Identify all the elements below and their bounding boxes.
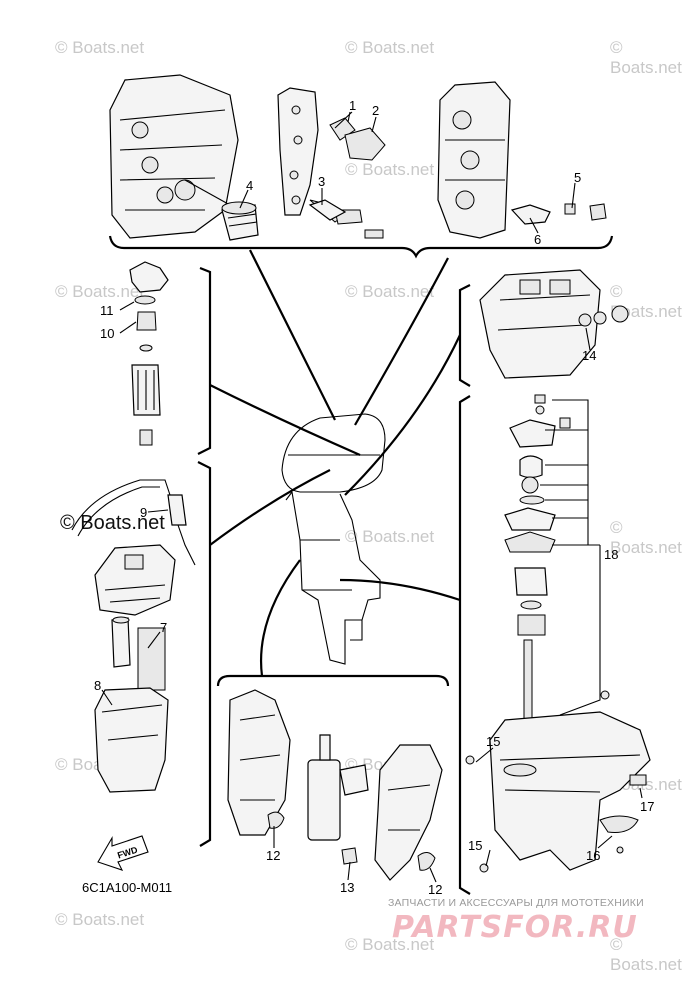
callout-number: 11 — [100, 303, 114, 318]
trim-tilt-unit — [307, 734, 369, 865]
drive-shaft — [523, 639, 533, 731]
callout-number: 10 — [100, 326, 114, 341]
callout-number: 2 — [372, 103, 379, 118]
leader-line — [354, 257, 449, 426]
callout-number: 3 — [318, 174, 325, 189]
promo-text: ЗАПЧАСТИ И АКСЕССУАРЫ ДЛЯ МОТОТЕХНИКИ — [388, 897, 644, 909]
clamp-bracket-right — [374, 744, 443, 881]
callout-number: 9 — [140, 505, 147, 520]
leader-line — [209, 384, 361, 457]
bushings — [267, 811, 436, 871]
callout-number: 7 — [160, 620, 167, 635]
fwd-arrow-icon: FWD — [97, 835, 149, 871]
left-upper-bracket — [197, 266, 212, 455]
watermark: © Boats.net — [610, 518, 682, 557]
leader-line — [344, 334, 461, 496]
callout-number: 18 — [604, 547, 618, 562]
callout-number: 6 — [534, 232, 541, 247]
callout-number: 13 — [340, 880, 354, 895]
callout-number: 8 — [94, 678, 101, 693]
power-head-block — [109, 74, 239, 239]
callout-leaders — [101, 111, 643, 883]
callout-number: 14 — [582, 348, 596, 363]
callout-number: 17 — [640, 799, 654, 814]
callout-number: 1 — [349, 98, 356, 113]
bottom-bracket — [216, 674, 450, 687]
top-bracket — [108, 235, 614, 259]
outboard-motor-outline — [281, 413, 386, 665]
clamp-bracket-left — [227, 689, 291, 836]
lower-case-housing — [479, 269, 601, 379]
leader-line — [209, 469, 331, 546]
oil-filter — [221, 201, 259, 241]
callout-number: 16 — [586, 848, 600, 863]
watermark: © Boats.net — [55, 38, 145, 57]
leader-line — [249, 249, 336, 421]
watermark: © Boats.net — [610, 935, 682, 974]
right-upper-bracket — [458, 284, 471, 387]
callout-18-leaders — [540, 399, 601, 716]
callout-number: 12 — [428, 882, 442, 897]
leader-line — [260, 559, 301, 677]
callout-number: 5 — [574, 170, 581, 185]
fuel-pump — [111, 616, 166, 691]
watermark: © Boats.net — [345, 160, 435, 179]
site-logo: PARTSFOR.RU — [392, 910, 638, 945]
gearcase — [465, 690, 651, 873]
watermark: © Boats.net — [55, 282, 145, 301]
cylinder-head — [437, 81, 511, 239]
fuel-hose-line — [71, 479, 171, 537]
right-lower-bracket — [458, 395, 471, 895]
fuel-filter-assembly — [129, 261, 169, 446]
callout-number: 15 — [486, 734, 500, 749]
spark-plug — [510, 203, 607, 225]
watermark: © Boats.net — [345, 527, 435, 546]
watermark-large: © Boats.net — [60, 512, 165, 534]
callout-number: 15 — [468, 838, 482, 853]
water-pump-kit — [504, 394, 571, 636]
left-lower-bracket — [197, 461, 212, 847]
float-chamber — [94, 687, 169, 793]
watermark: © Boats.net — [345, 282, 435, 301]
vapor-separator — [94, 544, 176, 616]
watermark: © Boats.net — [345, 38, 435, 57]
diagram-code: 6C1A100-M011 — [82, 880, 173, 895]
watermark: © Boats.net — [55, 910, 145, 929]
leader-line — [339, 578, 461, 602]
watermark: © Boats.net — [345, 935, 435, 954]
callout-number: 4 — [246, 178, 253, 193]
watermark: © Boats.net — [610, 38, 682, 77]
anode-rod — [308, 199, 347, 221]
inline-fuel-filter — [167, 494, 196, 566]
grommet-set — [578, 305, 629, 327]
callout-number: 12 — [266, 848, 280, 863]
